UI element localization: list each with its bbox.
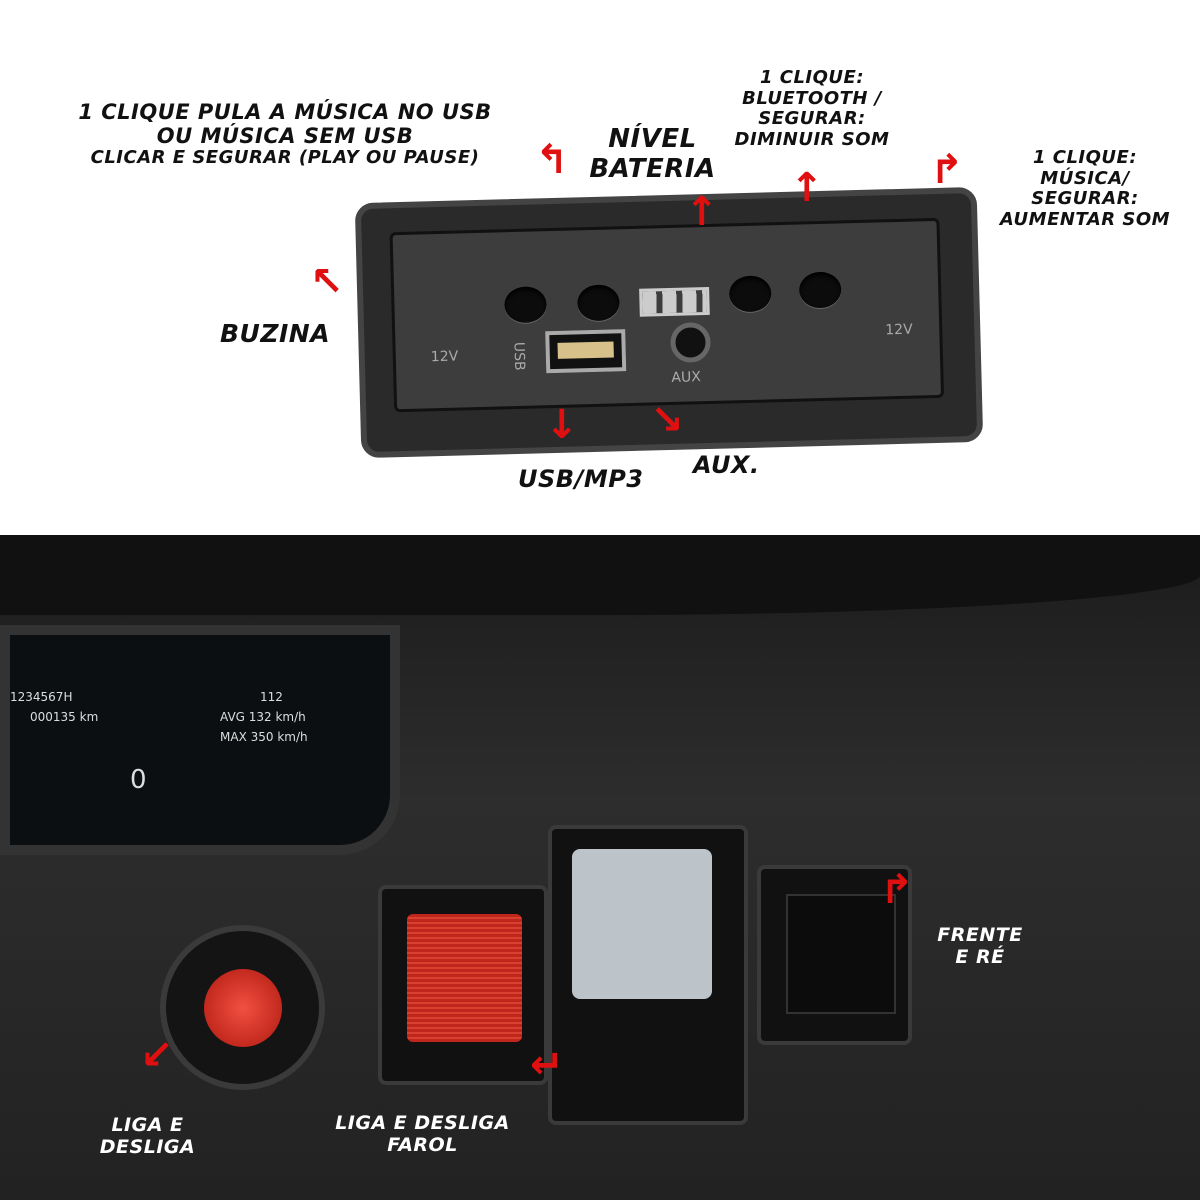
bluetooth-label: 1 CLIQUE: BLUETOOTH / SEGURAR: DIMINUIR … — [722, 67, 902, 151]
aux-label: AUX. — [693, 451, 760, 479]
aux-port[interactable] — [670, 321, 712, 363]
arrow-icon: ↑ — [685, 189, 719, 235]
mp3-screen-housing — [548, 825, 748, 1125]
trip: 000135 km — [30, 710, 99, 724]
music-button[interactable] — [798, 271, 842, 309]
bluetooth-button[interactable] — [728, 275, 772, 313]
bt-line: DIMINUIR SOM — [734, 129, 890, 151]
arrow-icon: ↱ — [880, 867, 914, 913]
skip-label: 1 CLIQUE PULA A MÚSICA NO USB OU MÚSICA … — [50, 100, 520, 169]
arrow-icon: ↘ — [650, 397, 684, 443]
mp3-screen — [572, 849, 712, 999]
music-label: 1 CLIQUE: MÚSICA/ SEGURAR: AUMENTAR SOM — [985, 147, 1185, 231]
arrow-icon: ↖ — [310, 259, 344, 305]
usb-port[interactable] — [545, 329, 627, 374]
music-line: SEGURAR: — [1031, 188, 1139, 210]
arrow-icon: ↵ — [530, 1042, 564, 1088]
instrument-cluster: 1234567H 000135 km 0 112 AVG 132 km/h MA… — [0, 625, 400, 855]
direction-switch-housing — [757, 865, 912, 1045]
direction-switch[interactable] — [786, 894, 896, 1014]
power-line: LIGA E — [111, 1114, 184, 1136]
skip-line: OU MÚSICA SEM USB — [156, 124, 414, 149]
horn-button[interactable] — [504, 286, 547, 324]
usb-text: USB — [510, 341, 528, 371]
aux-text: AUX — [671, 369, 702, 386]
usb-label: USB/MP3 — [518, 465, 644, 493]
dashboard-photo: 1234567H 000135 km 0 112 AVG 132 km/h MA… — [0, 535, 1200, 1200]
arrow-icon: ↑ — [790, 165, 824, 211]
headlight-line: LIGA E DESLIGA — [335, 1112, 510, 1134]
fr-line: FRENTE — [937, 924, 1023, 946]
battery-line: BATERIA — [589, 153, 716, 184]
headlight-label: LIGA E DESLIGA FAROL — [320, 1112, 525, 1157]
volt-left: 12V — [430, 348, 459, 366]
battery-line: NÍVEL — [608, 124, 697, 154]
skip-button[interactable] — [576, 284, 620, 322]
headlight-switch[interactable] — [407, 914, 522, 1042]
music-line: MÚSICA/ — [1040, 167, 1130, 189]
arrow-icon: ↓ — [545, 402, 579, 448]
music-line: 1 CLIQUE: — [1032, 147, 1138, 168]
arrow-icon: ↙ — [140, 1032, 174, 1078]
power-switch[interactable] — [160, 925, 325, 1090]
skip-line: CLICAR E SEGURAR (PLAY OU PAUSE) — [90, 147, 480, 169]
speed: 0 — [130, 765, 147, 795]
panel-face: USB AUX 12V 12V — [389, 217, 945, 413]
max-speed: MAX 350 km/h — [220, 730, 308, 744]
fr-line: E RÉ — [955, 945, 1005, 968]
bt-line: BLUETOOTH / — [742, 87, 882, 109]
top-speed: 112 — [260, 690, 283, 704]
horn-label: BUZINA — [220, 319, 331, 348]
arrow-icon: ↰ — [535, 137, 569, 183]
power-label: LIGA E DESLIGA — [85, 1114, 210, 1159]
volt-right: 12V — [885, 321, 913, 339]
battery-level-icon — [639, 286, 710, 317]
headlight-line: FAROL — [387, 1133, 458, 1156]
headlight-switch-housing — [378, 885, 548, 1085]
battery-label: NÍVEL BATERIA — [585, 124, 720, 185]
bt-line: SEGURAR: — [758, 108, 866, 130]
arrow-icon: ↱ — [930, 147, 964, 193]
bt-line: 1 CLIQUE: — [759, 67, 865, 88]
music-line: AUMENTAR SOM — [999, 209, 1171, 231]
forward-reverse-label: FRENTE E RÉ — [925, 924, 1035, 969]
avg-speed: AVG 132 km/h — [220, 710, 306, 724]
odometer: 1234567H — [10, 690, 73, 704]
skip-line: 1 CLIQUE PULA A MÚSICA NO USB — [78, 100, 492, 124]
power-line: DESLIGA — [99, 1135, 196, 1158]
dashboard-hood — [0, 535, 1200, 615]
